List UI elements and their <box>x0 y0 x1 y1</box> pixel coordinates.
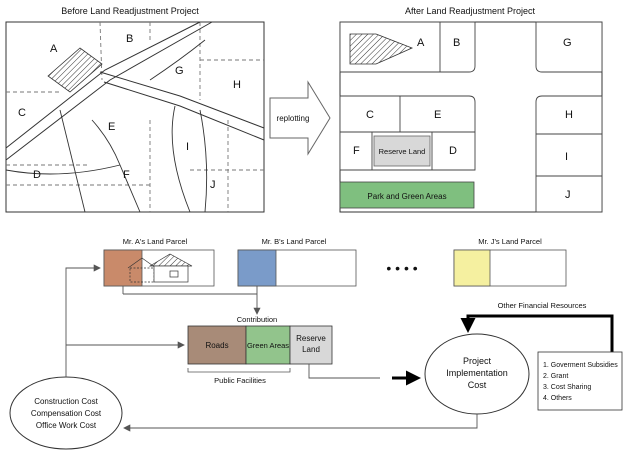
resource-item-4: 4. Others <box>543 395 572 402</box>
reserve-land-label: Reserve Land <box>379 147 426 156</box>
after-parcel-b: B <box>453 37 460 49</box>
allocation: Roads Green Areas Reserve Land Public Fa… <box>187 325 333 385</box>
after-parcel-g: G <box>563 37 572 49</box>
mr-b-label: Mr. B's Land Parcel <box>262 237 327 246</box>
after-parcel-d: D <box>449 145 457 157</box>
before-parcel-f: F <box>123 169 130 181</box>
mr-j-parcel <box>453 249 491 287</box>
before-parcel-j: J <box>210 179 216 191</box>
contribution-label: Contribution <box>237 315 277 324</box>
replotting-arrow: replotting <box>269 80 331 156</box>
project-line-2: Implementation <box>446 368 508 378</box>
cost-line-1: Construction Cost <box>34 397 98 406</box>
reserve-box <box>289 325 333 365</box>
after-map: Reserve Land Park and Green Areas A B G … <box>339 21 603 213</box>
before-parcel-i: I <box>186 141 189 153</box>
after-parcel-j: J <box>565 189 571 201</box>
resource-item-1: 1. Goverment Subsidies <box>543 362 618 369</box>
before-parcel-e: E <box>108 121 115 133</box>
contribution-connector <box>122 286 261 315</box>
resource-item-2: 2. Grant <box>543 373 568 380</box>
before-parcel-h: H <box>233 79 241 91</box>
before-map: A B G H C E I D F J <box>5 21 265 213</box>
after-parcel-f: F <box>353 145 360 157</box>
green-areas-label: Green Areas <box>247 341 289 350</box>
other-financial-label: Other Financial Resources <box>498 301 587 310</box>
roads-label: Roads <box>205 341 228 350</box>
resource-item-3: 3. Cost Sharing <box>543 384 591 391</box>
mr-a-label: Mr. A's Land Parcel <box>123 237 188 246</box>
park-green-area <box>339 181 475 209</box>
before-parcel-c: C <box>18 107 26 119</box>
after-parcel-a: A <box>417 37 425 49</box>
after-title: After Land Readjustment Project <box>405 6 536 16</box>
after-parcel-c: C <box>366 109 374 121</box>
reserve-land-plot <box>373 135 431 167</box>
before-title: Before Land Readjustment Project <box>61 6 199 16</box>
owner-parcels: Mr. A's Land Parcel Mr. B's Land Parcel … <box>103 237 567 287</box>
parcel-ellipsis: • • • • <box>386 260 417 276</box>
reserve-box-label-2: Land <box>302 345 320 354</box>
mr-a-house-icon <box>127 253 193 283</box>
project-line-3: Cost <box>468 380 487 390</box>
green-areas-box <box>245 325 291 365</box>
other-financial-arrow <box>460 314 614 352</box>
after-parcel-e: E <box>434 109 441 121</box>
mr-j-label: Mr. J's Land Parcel <box>478 237 542 246</box>
resources-box: 1. Goverment Subsidies 2. Grant 3. Cost … <box>537 351 623 411</box>
cost-line-3: Office Work Cost <box>36 421 97 430</box>
after-parcel-i: I <box>565 151 568 163</box>
feedback-arrows <box>65 264 478 432</box>
mr-a-parcel <box>103 249 143 287</box>
before-parcel-g: G <box>175 65 184 77</box>
reserve-to-project-arrow <box>308 364 421 386</box>
after-parcel-h: H <box>565 109 573 121</box>
cost-line-2: Compensation Cost <box>31 409 102 418</box>
park-label: Park and Green Areas <box>367 192 446 201</box>
mr-b-parcel <box>237 249 277 287</box>
replotting-label: replotting <box>277 114 310 123</box>
public-facilities-label: Public Facilities <box>214 376 266 385</box>
reserve-box-label-1: Reserve <box>296 334 326 343</box>
before-parcel-b: B <box>126 33 133 45</box>
before-parcel-d: D <box>33 169 41 181</box>
project-line-1: Project <box>463 356 492 366</box>
before-parcel-a: A <box>50 43 58 55</box>
